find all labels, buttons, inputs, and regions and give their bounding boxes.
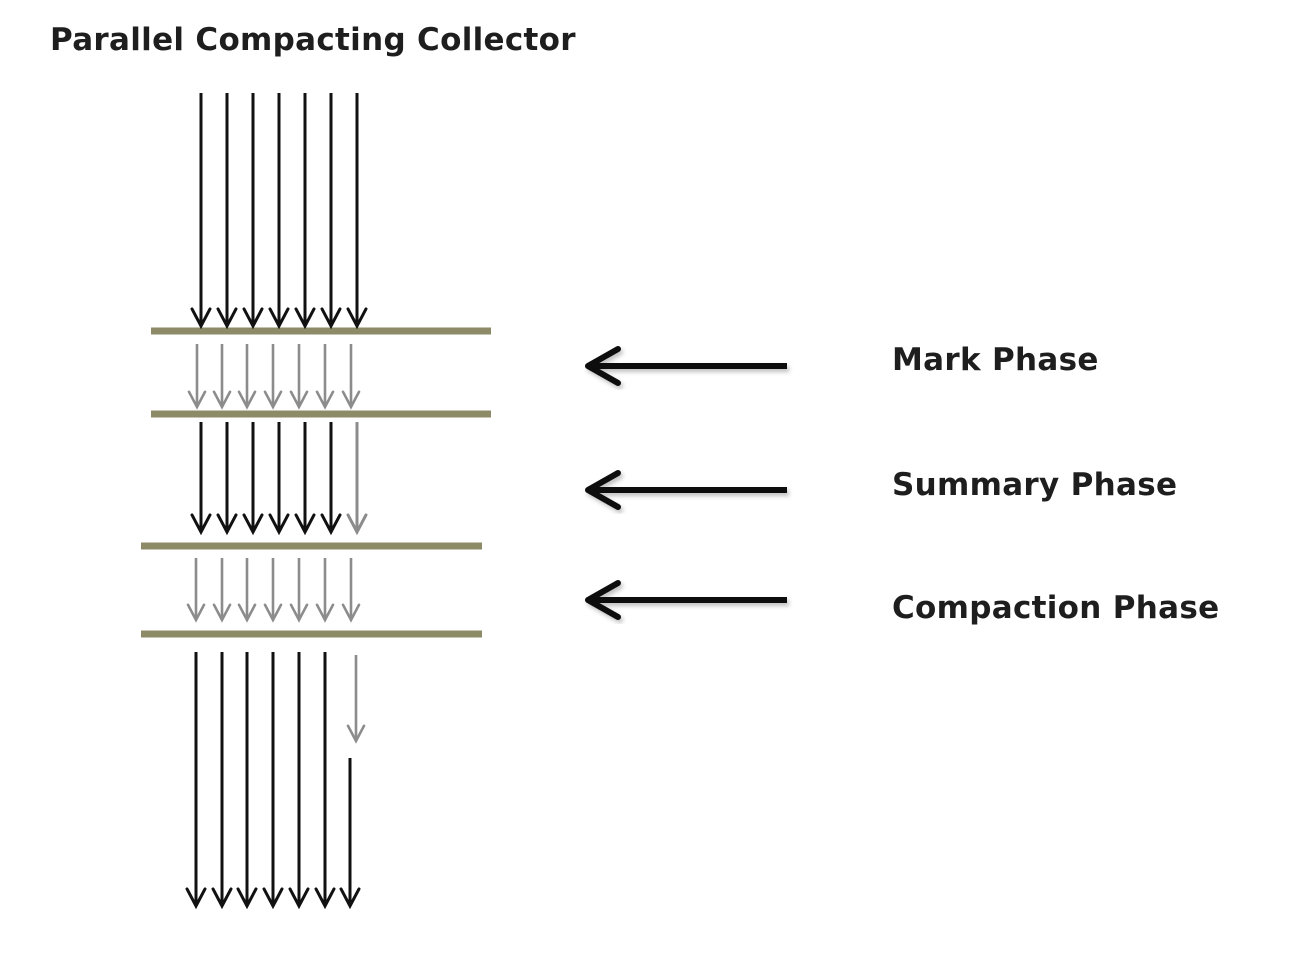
app-thread-arrow-4	[268, 93, 290, 330]
resumed-thread-arrow-2	[211, 652, 233, 910]
mark-phase-thread-arrow-6	[315, 344, 335, 410]
mark-phase-thread-arrow-4	[263, 344, 283, 410]
phase-pointer-arrows	[585, 346, 787, 620]
mark-phase-thread-arrow-1	[187, 344, 207, 410]
resumed-thread-arrow-5	[288, 652, 310, 910]
mark-phase-thread-arrow-2	[212, 344, 232, 410]
mark-phase-thread-arrow-3	[237, 344, 257, 410]
summary-phase-label: Summary Phase	[892, 467, 1178, 503]
app-thread-arrow-2	[216, 93, 238, 330]
summary-phase-pointer-arrow	[585, 470, 787, 510]
mark-phase-thread-arrow-5	[289, 344, 309, 410]
compaction-phase-thread-arrow-6	[315, 558, 335, 623]
summary-phase-thread-arrow-7	[346, 422, 368, 536]
phase-barriers	[141, 327, 491, 638]
resumed-thread-arrow-1	[185, 652, 207, 910]
summary-phase-thread-arrow-3	[242, 422, 264, 536]
compaction-phase-label: Compaction Phase	[892, 590, 1220, 626]
delayed-thread-resumed-arrow	[339, 758, 361, 910]
resumed-thread-arrow-4	[262, 652, 284, 910]
mark-phase-thread-arrow-7	[341, 344, 361, 410]
compaction-phase-thread-arrow-2	[212, 558, 232, 623]
summary-phase-thread-arrow-5	[294, 422, 316, 536]
summary-phase-thread-arrow-2	[216, 422, 238, 536]
compaction-phase-thread-arrow-5	[289, 558, 309, 623]
app-thread-arrow-3	[242, 93, 264, 330]
summary-phase-thread-arrow-1	[190, 422, 212, 536]
compaction-phase-thread-arrow-4	[263, 558, 283, 623]
compaction-phase-thread-arrow-7	[341, 558, 361, 623]
resumed-thread-arrow-6	[314, 652, 336, 910]
summary-phase-thread-arrow-4	[268, 422, 290, 536]
app-thread-arrow-7	[346, 93, 368, 330]
mark-phase-label: Mark Phase	[892, 342, 1099, 378]
diagram-title: Parallel Compacting Collector	[50, 22, 576, 58]
mark-phase-pointer-arrow	[585, 346, 787, 386]
resumed-thread-arrow-3	[236, 652, 258, 910]
gc-thread-arrows	[185, 93, 368, 910]
compaction-phase-thread-arrow-1	[186, 558, 206, 623]
delayed-thread-gray-arrow	[346, 655, 366, 744]
app-thread-arrow-6	[320, 93, 342, 330]
app-thread-arrow-5	[294, 93, 316, 330]
compaction-phase-thread-arrow-3	[237, 558, 257, 623]
app-thread-arrow-1	[190, 93, 212, 330]
summary-phase-thread-arrow-6	[320, 422, 342, 536]
compaction-phase-pointer-arrow	[585, 580, 787, 620]
